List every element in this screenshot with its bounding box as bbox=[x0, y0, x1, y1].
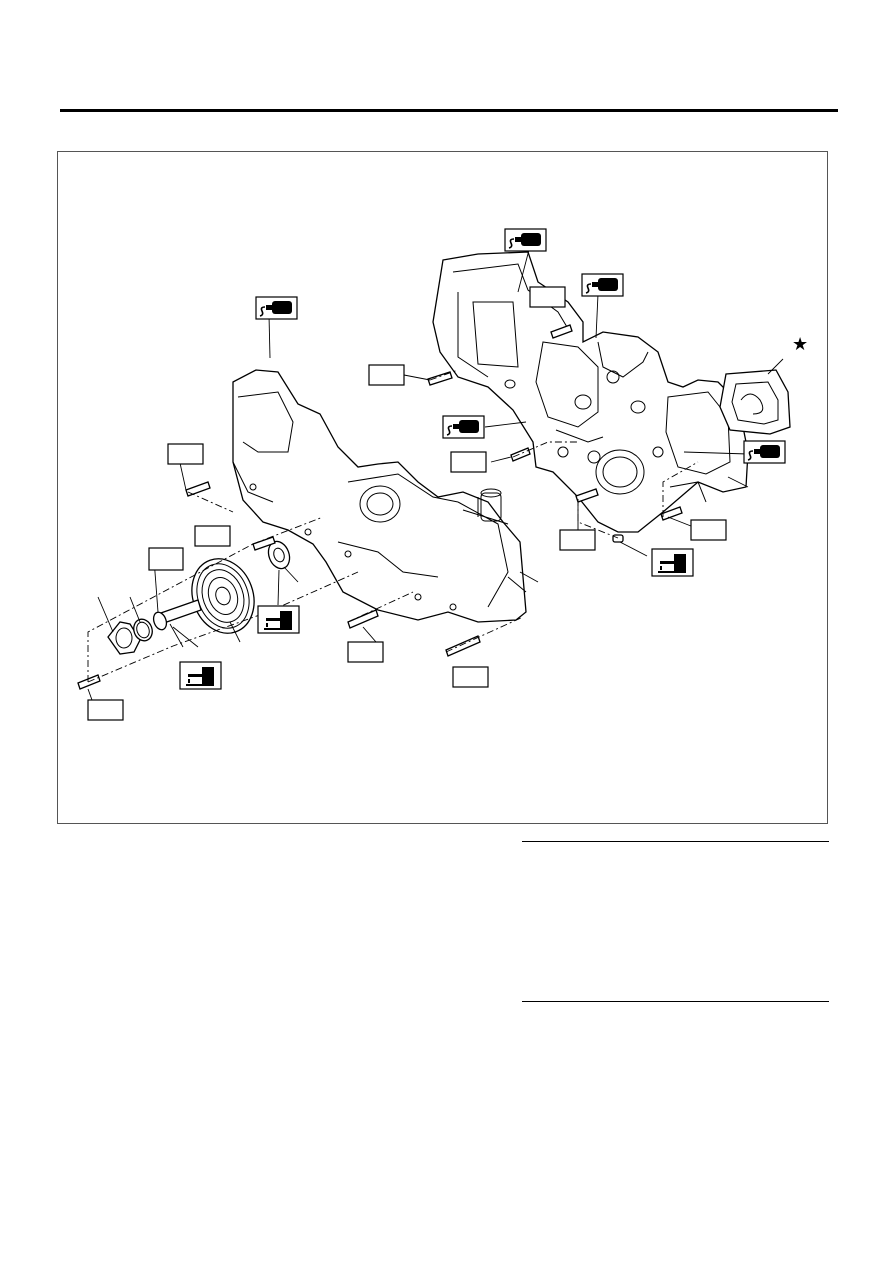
star-symbol: ★ bbox=[792, 334, 809, 355]
callout-box bbox=[87, 699, 124, 721]
callout-box bbox=[529, 286, 566, 308]
timing-chain-case-gasket bbox=[719, 369, 791, 435]
crank-pulley-bolt bbox=[152, 599, 202, 631]
sealant-icon bbox=[442, 415, 485, 439]
sealant-icon bbox=[743, 440, 786, 464]
header-rule bbox=[60, 109, 838, 112]
timing-chain-case bbox=[432, 251, 749, 533]
figure-frame bbox=[57, 151, 828, 824]
callout-box bbox=[450, 451, 487, 473]
callout-box bbox=[347, 641, 384, 663]
dowel-pin bbox=[612, 534, 624, 543]
callout-box bbox=[452, 666, 489, 688]
sealant-icon bbox=[581, 273, 624, 297]
callout-box bbox=[167, 443, 204, 465]
table-rule-bottom bbox=[522, 1001, 829, 1002]
callout-box bbox=[148, 547, 184, 571]
table-rule-top bbox=[522, 841, 829, 842]
sealant-icons bbox=[255, 228, 786, 464]
engine-oil-icons bbox=[179, 548, 694, 690]
crank-pulley bbox=[191, 558, 255, 634]
bolts bbox=[77, 324, 683, 690]
callout-boxes bbox=[87, 286, 727, 721]
front-chain-cover bbox=[232, 369, 527, 623]
callout-box bbox=[559, 529, 596, 551]
engine-oil-icon bbox=[257, 605, 300, 634]
sealant-icon bbox=[255, 296, 298, 320]
callout-box bbox=[368, 364, 405, 386]
exploded-view-diagram bbox=[77, 228, 791, 721]
sealant-icon bbox=[504, 228, 547, 252]
callout-box bbox=[690, 519, 727, 541]
alignment-lines bbox=[87, 369, 699, 683]
engine-oil-icon bbox=[651, 548, 694, 577]
engine-oil-icon bbox=[179, 661, 222, 690]
callout-box bbox=[194, 525, 231, 547]
